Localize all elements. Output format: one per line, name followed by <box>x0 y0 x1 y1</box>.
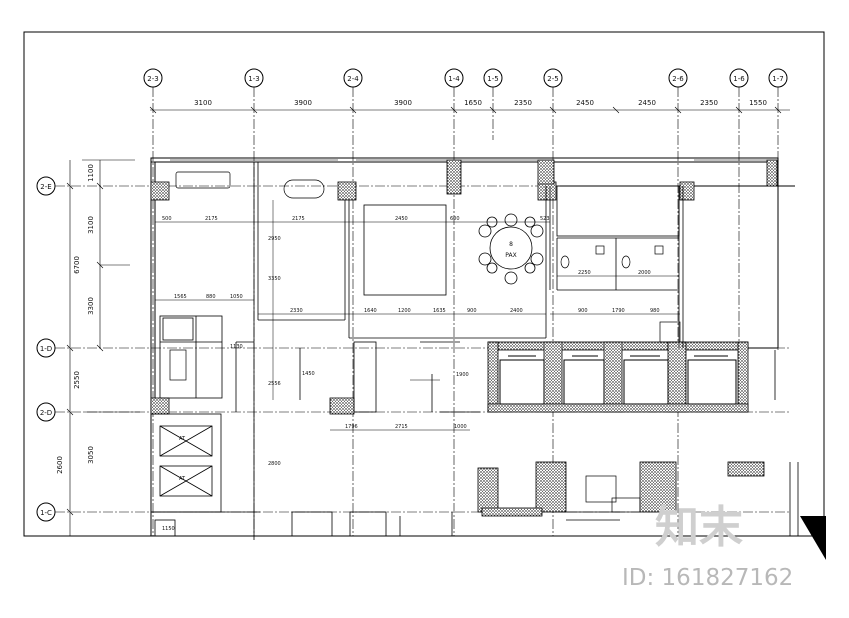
svg-text:2-6: 2-6 <box>672 75 684 83</box>
svg-text:1150: 1150 <box>162 526 175 532</box>
svg-text:1-4: 1-4 <box>448 75 460 83</box>
grid-bubble-1-5: 1-5 <box>483 68 503 88</box>
lift-label-1: AT <box>179 436 186 442</box>
svg-text:2175: 2175 <box>205 216 218 222</box>
svg-text:1635: 1635 <box>433 308 446 314</box>
grid-bubble-1-6: 1-6 <box>729 68 749 88</box>
svg-text:900: 900 <box>578 308 588 314</box>
svg-text:900: 900 <box>467 308 477 314</box>
svg-text:3050: 3050 <box>87 446 95 464</box>
svg-text:1790: 1790 <box>612 308 625 314</box>
svg-text:2600: 2600 <box>56 456 64 474</box>
svg-text:1050: 1050 <box>230 294 243 300</box>
meeting-room-table <box>363 204 447 296</box>
dim-top-2: 3900 <box>294 99 312 107</box>
svg-text:2450: 2450 <box>395 216 408 222</box>
grid-bubble-1-C: 1-C <box>36 502 56 522</box>
svg-text:2-E: 2-E <box>40 183 51 191</box>
top-dimension-labels: 3100 3900 3900 1650 2350 2450 2450 2350 … <box>194 99 767 107</box>
inner-dimension-lines <box>155 200 680 431</box>
elevators <box>499 355 737 405</box>
dim-top-5: 2350 <box>514 99 532 107</box>
top-grid-bubbles: 2-3 1-3 2-4 1-4 1-5 2-5 2-6 1-6 1-7 <box>143 68 788 88</box>
svg-text:3100: 3100 <box>87 216 95 234</box>
watermark-id: ID: 161827162 <box>622 565 793 591</box>
svg-text:2-5: 2-5 <box>547 75 558 83</box>
svg-text:1-3: 1-3 <box>248 75 259 83</box>
left-grid-bubbles: 2-E 1-D 2-D 1-C <box>36 176 56 522</box>
watermark: 知末 ID: 161827162 <box>622 502 826 591</box>
svg-text:980: 980 <box>650 308 660 314</box>
table-pax-label: PAX <box>505 252 516 259</box>
grid-bubble-1-7: 1-7 <box>768 68 788 88</box>
svg-text:880: 880 <box>206 294 216 300</box>
svg-text:2250: 2250 <box>578 270 591 276</box>
svg-text:523: 523 <box>540 216 550 222</box>
svg-text:2800: 2800 <box>268 461 281 467</box>
svg-text:1796: 1796 <box>345 424 358 430</box>
lower-partitions <box>152 350 799 537</box>
svg-text:2175: 2175 <box>292 216 305 222</box>
svg-text:2-D: 2-D <box>40 409 52 417</box>
svg-text:1-5: 1-5 <box>487 75 498 83</box>
dim-top-1: 3100 <box>194 99 212 107</box>
dim-top-6: 2450 <box>576 99 594 107</box>
interior-partitions <box>159 162 684 540</box>
grid-bubble-1-D: 1-D <box>36 338 56 358</box>
svg-text:1450: 1450 <box>302 371 315 377</box>
svg-text:1-7: 1-7 <box>772 75 783 83</box>
table-seat-count: 8 <box>509 241 513 248</box>
svg-text:1200: 1200 <box>398 308 411 314</box>
svg-text:2000: 2000 <box>638 270 651 276</box>
left-dimension-chains <box>66 159 140 536</box>
svg-text:2715: 2715 <box>395 424 408 430</box>
inner-dimension-labels: 500 2175 2175 2450 600 523 1565 880 1050… <box>162 216 660 532</box>
watermark-corner-shape <box>800 516 826 560</box>
svg-text:1100: 1100 <box>87 164 95 182</box>
svg-text:1565: 1565 <box>174 294 187 300</box>
sheet-frame <box>23 31 825 537</box>
svg-text:600: 600 <box>450 216 460 222</box>
svg-text:1-6: 1-6 <box>733 75 745 83</box>
left-dimension-labels: 1100 3100 6700 3300 2550 3050 2600 <box>56 164 95 474</box>
svg-text:2330: 2330 <box>290 308 303 314</box>
dim-top-7: 2450 <box>638 99 656 107</box>
svg-text:2400: 2400 <box>510 308 523 314</box>
top-dimension-chain <box>149 106 790 114</box>
grid-bubble-2-E: 2-E <box>36 176 56 196</box>
watermark-logo: 知末 <box>655 502 743 553</box>
dim-top-4: 1650 <box>464 99 482 107</box>
svg-text:2-3: 2-3 <box>147 75 158 83</box>
svg-text:2-4: 2-4 <box>347 75 359 83</box>
svg-text:500: 500 <box>162 216 172 222</box>
svg-text:2556: 2556 <box>268 381 281 387</box>
svg-text:1-C: 1-C <box>40 509 52 517</box>
grid-bubble-2-5: 2-5 <box>543 68 563 88</box>
grid-bubble-2-D: 2-D <box>36 402 56 422</box>
structural-columns <box>150 159 778 517</box>
svg-text:1130: 1130 <box>230 344 243 350</box>
grid-bubble-2-6: 2-6 <box>668 68 688 88</box>
grid-bubble-2-4: 2-4 <box>343 68 363 88</box>
svg-text:1000: 1000 <box>454 424 467 430</box>
svg-text:1640: 1640 <box>364 308 377 314</box>
grid-bubble-1-4: 1-4 <box>444 68 464 88</box>
svg-text:6700: 6700 <box>73 256 81 274</box>
svg-text:2550: 2550 <box>73 371 81 389</box>
grid-bubble-2-3: 2-3 <box>143 68 163 88</box>
grid-bubble-1-3: 1-3 <box>244 68 264 88</box>
dim-top-8: 2350 <box>700 99 718 107</box>
dim-top-3: 3900 <box>394 99 412 107</box>
dim-top-9: 1550 <box>749 99 767 107</box>
lift-label-2: AT <box>179 476 186 482</box>
svg-text:3350: 3350 <box>268 276 281 282</box>
svg-text:3300: 3300 <box>87 297 95 315</box>
svg-text:2950: 2950 <box>268 236 281 242</box>
fixtures <box>169 171 681 513</box>
lift-shaft <box>150 413 222 513</box>
round-dining-table <box>478 213 544 285</box>
svg-text:1900: 1900 <box>456 372 469 378</box>
svg-text:1-D: 1-D <box>40 345 52 353</box>
